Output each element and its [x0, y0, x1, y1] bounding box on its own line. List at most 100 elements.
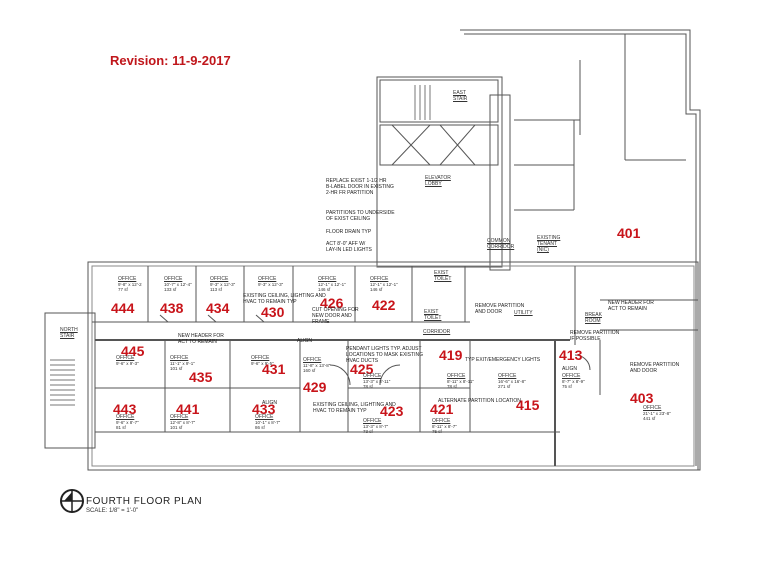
note-new-header-right: NEW HEADER FOR ACT TO REMAIN: [608, 300, 654, 312]
room-401[interactable]: 401: [617, 225, 641, 241]
room-444-type: OFFICE: [118, 276, 137, 282]
note-ceiling-bottom: EXISTING CEILING, LIGHTING AND HVAC TO R…: [313, 402, 396, 414]
room-445[interactable]: 445: [121, 343, 145, 359]
room-419[interactable]: 419: [439, 347, 463, 363]
room-419-dims: 8'-11" x 8'-11": [447, 379, 475, 384]
room-438-dims: 10'-7" x 12'-4": [164, 282, 192, 287]
room-441-area: 101 sf: [170, 425, 183, 430]
room-435-area: 101 sf: [170, 366, 183, 371]
note-remove-partition-door: REMOVE PARTITION AND DOOR: [475, 303, 525, 315]
room-441-type: OFFICE: [170, 414, 189, 420]
align-label-1: ALIGN: [297, 338, 313, 344]
room-423[interactable]: 423: [380, 403, 404, 419]
note-pendant-lights: PENDANT LIGHTS TYP. ADJUST LOCATIONS TO …: [346, 346, 423, 364]
room-443-dims: 9'-6" x 8'-7": [116, 420, 139, 425]
room-431-dims: 9'-6" x 9'-5": [251, 361, 274, 366]
room-433[interactable]: 433: [252, 401, 276, 417]
room-431[interactable]: 431: [262, 361, 286, 377]
room-423-area: 73 sf: [363, 429, 373, 434]
room-438-type: OFFICE: [164, 276, 183, 282]
room-413[interactable]: 413: [559, 347, 583, 363]
exist-toilet-label-2: EXIST TOILET: [424, 309, 442, 321]
room-403-type: OFFICE: [643, 405, 662, 411]
plan-scale: SCALE: 1/8" = 1'-0": [86, 508, 139, 514]
room-444[interactable]: 444: [111, 300, 135, 316]
room-425-dims: 13'-3" x 8'-11": [363, 379, 391, 384]
existing-tenant-label: EXISTING TENANT (NIC): [537, 235, 561, 253]
note-replace-exist: REPLACE EXIST 1-1/2 HR B-LABEL DOOR IN E…: [326, 178, 394, 196]
note-partitions: PARTITIONS TO UNDERSIDE OF EXIST CEILING: [326, 210, 395, 222]
room-434[interactable]: 434: [206, 300, 230, 316]
room-430[interactable]: 430: [261, 304, 285, 320]
room-426-type: OFFICE: [318, 276, 337, 282]
utility-label: UTILITY: [514, 310, 533, 316]
note-act-lights: ACT 8'-0" AFF W/ LAY-IN LED LIGHTS: [326, 241, 372, 253]
note-alternate-partition: ALTERNATE PARTITION LOCATION: [438, 398, 521, 404]
room-443-area: 81 sf: [116, 425, 126, 430]
room-443[interactable]: 443: [113, 401, 137, 417]
room-441[interactable]: 441: [176, 401, 200, 417]
note-floor-drain: FLOOR DRAIN TYP: [326, 229, 372, 235]
room-422-type: OFFICE: [370, 276, 389, 282]
room-403-dims: 21'-1" x 23'-8": [643, 411, 671, 416]
room-445-dims: 9'-6" x 9'-3": [116, 361, 139, 366]
room-438[interactable]: 438: [160, 300, 184, 316]
room-434-type: OFFICE: [210, 276, 229, 282]
note-cut-opening: CUT OPENING FOR NEW DOOR AND FRAME: [312, 307, 359, 325]
room-415[interactable]: 415: [516, 397, 540, 413]
room-422-area: 146 sf: [370, 287, 383, 292]
room-429[interactable]: 429: [303, 379, 327, 395]
room-425-area: 78 sf: [363, 384, 373, 389]
room-413-dims: 8'-7" x 8'-9": [562, 379, 585, 384]
room-421-area: 75 sf: [432, 429, 442, 434]
room-433-type: OFFICE: [255, 414, 274, 420]
room-430-dims: 9'-3" x 12'-3": [258, 282, 284, 287]
room-425[interactable]: 425: [350, 361, 374, 377]
elevator-lobby-label: ELEVATOR LOBBY: [425, 175, 451, 187]
room-438-area: 133 sf: [164, 287, 177, 292]
room-413-area: 75 sf: [562, 384, 572, 389]
room-426-area: 146 sf: [318, 287, 331, 292]
note-remove-partition-possible: REMOVE PARTITION IF POSSIBLE: [570, 330, 620, 342]
room-421-type: OFFICE: [432, 418, 451, 424]
align-label-3: ALIGN: [562, 366, 578, 372]
room-433-dims: 10'-1" x 8'-7": [255, 420, 281, 425]
room-421-dims: 8'-11" x 8'-7": [432, 424, 457, 429]
note-exit-emergency: TYP EXIT/EMERGENCY LIGHTS: [465, 357, 541, 363]
north-stair-label: NORTH STAIR: [60, 327, 78, 339]
common-corridor-label: COMMON CORRIDOR: [487, 238, 515, 250]
revision-label: Revision: 11-9-2017: [110, 53, 231, 68]
room-415-area: 271 sf: [498, 384, 511, 389]
room-444-dims: 9'-8" x 12'-2: [118, 282, 142, 287]
plan-title: FOURTH FLOOR PLAN: [86, 496, 203, 507]
break-room-label: BREAK ROOM: [585, 312, 602, 324]
room-426[interactable]: 426: [320, 295, 344, 311]
corridor-label: CORRIDOR: [423, 329, 451, 335]
note-remove-partition-door-2: REMOVE PARTITION AND DOOR: [630, 362, 680, 374]
room-422[interactable]: 422: [372, 297, 396, 313]
room-426-dims: 12'-1" x 12'-1": [318, 282, 346, 287]
room-403[interactable]: 403: [630, 390, 654, 406]
room-413-type: OFFICE: [562, 373, 581, 379]
note-ceiling-top: EXISTING CEILING, LIGHTING AND HVAC TO R…: [243, 293, 326, 305]
align-label-2: ALIGN: [262, 400, 278, 406]
north-arrow-icon: [60, 489, 84, 513]
room-444-area: 77 sf: [118, 287, 128, 292]
room-422-dims: 12'-1" x 12'-1": [370, 282, 398, 287]
room-435-dims: 11'-1" x 9'-1": [170, 361, 195, 366]
room-421[interactable]: 421: [430, 401, 454, 417]
room-431-type: OFFICE: [251, 355, 270, 361]
room-423-type: OFFICE: [363, 418, 382, 424]
room-434-area: 113 sf: [210, 287, 222, 292]
room-415-type: OFFICE: [498, 373, 517, 379]
room-435[interactable]: 435: [189, 369, 213, 385]
east-stair-label: EAST STAIR: [453, 90, 468, 102]
room-430-type: OFFICE: [258, 276, 277, 282]
room-415-dims: 16'-6" x 16'-8": [498, 379, 526, 384]
room-441-dims: 12'-8" x 8'-7": [170, 420, 196, 425]
room-419-area: 78 sf: [447, 384, 457, 389]
note-new-header-left: NEW HEADER FOR ACT TO REMAIN: [178, 333, 224, 345]
room-429-dims: 11'-8" x 13'-8": [303, 363, 331, 368]
exist-toilet-label-1: EXIST TOILET: [434, 270, 452, 282]
